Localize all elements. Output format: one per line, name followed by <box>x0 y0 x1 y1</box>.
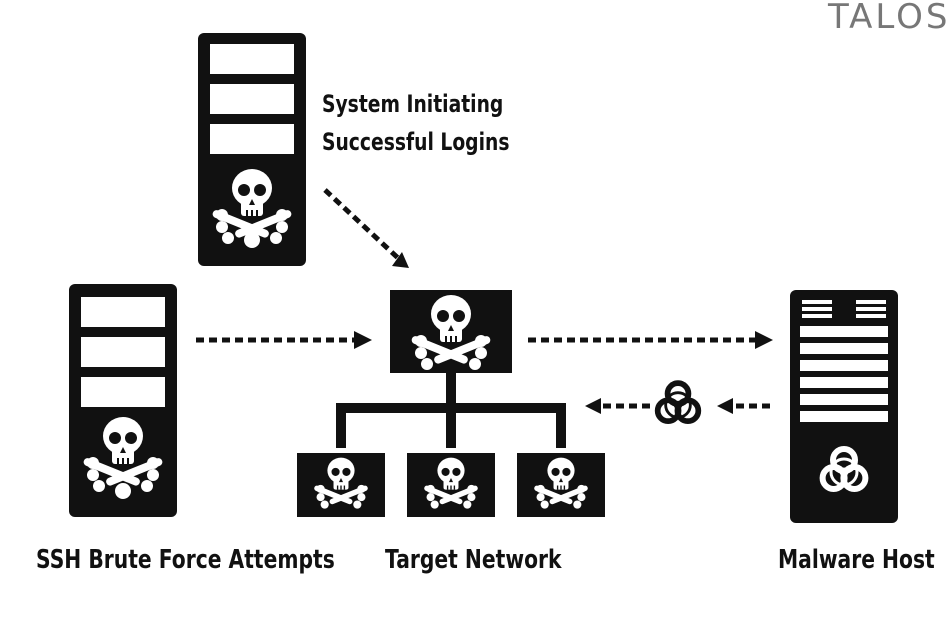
malware-host-label: Malware Host <box>778 545 935 575</box>
system-initiating-label-line1: System Initiating <box>322 90 504 118</box>
arrows <box>196 188 773 414</box>
network-tree-lines <box>336 373 566 448</box>
ssh-brute-force-server <box>69 284 177 517</box>
target-network-child-nodes <box>297 453 605 517</box>
ssh-brute-force-label: SSH Brute Force Attempts <box>36 545 335 575</box>
malware-host-server <box>790 290 898 523</box>
system-initiating-label-line2: Successful Logins <box>322 128 510 156</box>
biohazard-icon <box>658 383 699 421</box>
talos-logo: TALOS <box>828 0 950 37</box>
target-network-label: Target Network <box>385 545 562 575</box>
login-server <box>198 33 306 266</box>
target-network-main-node <box>390 290 512 373</box>
